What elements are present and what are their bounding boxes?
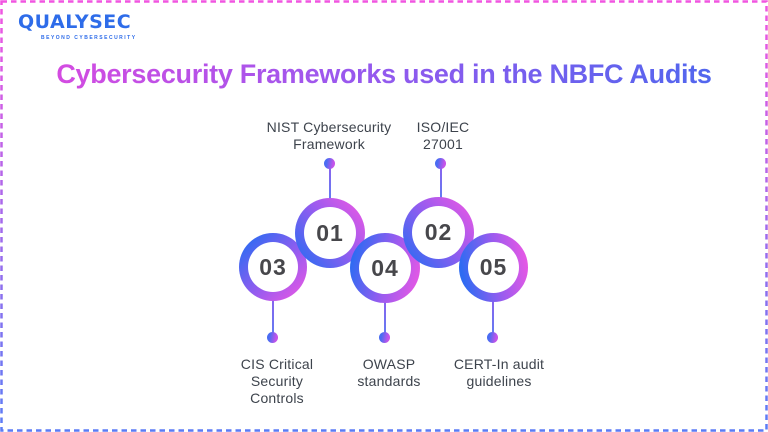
step-label-iso: ISO/IEC 27001	[416, 119, 470, 152]
connector-line-04	[384, 300, 386, 338]
step-label-nist: NIST Cybersecurity Framework	[266, 119, 392, 152]
step-number: 05	[479, 254, 508, 280]
connector-line-05	[492, 299, 494, 338]
step-circle-05: 05	[459, 233, 528, 302]
connector-line-01	[329, 167, 331, 201]
step-number: 02	[424, 219, 453, 245]
page-title: Cybersecurity Frameworks used in the NBF…	[0, 59, 768, 90]
connector-dot-05	[487, 332, 498, 343]
qualysec-logo: QUALYSEC BEYOND CYBERSECURITY	[18, 11, 137, 41]
step-number: 04	[371, 254, 399, 281]
step-circle-05-inner: 05	[468, 242, 519, 293]
step-number: 01	[316, 219, 344, 246]
step-circle-02-inner: 02	[412, 206, 465, 259]
connector-dot-02	[435, 158, 446, 169]
connector-line-03	[272, 298, 274, 338]
step-circle-01-inner: 01	[304, 207, 356, 259]
step-label-cis: CIS Critical Security Controls	[240, 356, 314, 406]
step-label-owasp: OWASP standards	[357, 356, 421, 389]
step-label-certin: CERT-In audit guidelines	[453, 356, 545, 389]
connector-line-02	[440, 167, 442, 200]
connector-dot-04	[379, 332, 390, 343]
step-circle-03-inner: 03	[248, 242, 298, 292]
step-circle-04-inner: 04	[359, 242, 411, 294]
connector-dot-03	[267, 332, 278, 343]
logo-tagline: BEYOND CYBERSECURITY	[41, 35, 137, 41]
logo-wordmark: QUALYSEC	[18, 11, 132, 33]
step-number: 03	[259, 253, 287, 280]
connector-dot-01	[324, 158, 335, 169]
